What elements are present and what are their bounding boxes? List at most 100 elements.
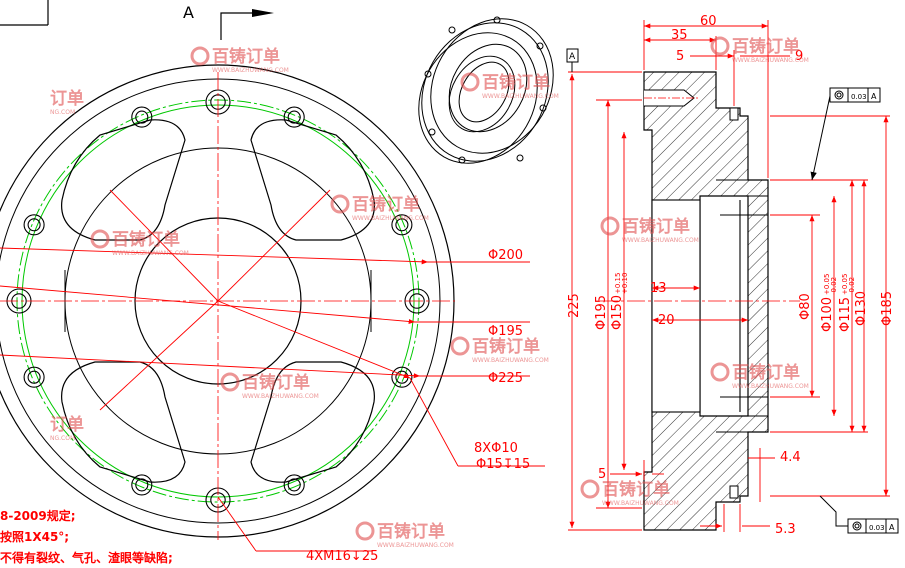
bolt-hole <box>395 218 409 232</box>
dim-5-3: 5.3 <box>775 522 796 537</box>
watermark-brand: 百铸订单 <box>377 521 445 542</box>
svg-text:A: A <box>871 92 877 101</box>
section-view: A 0.03 A 0.03 A 60 35 5 9 13 <box>566 14 899 537</box>
tol-100-upper: +0.05 <box>823 274 831 295</box>
bolt-hole <box>391 214 413 236</box>
bolt-hole <box>131 106 153 128</box>
dim-phi130: Φ130 <box>854 291 869 326</box>
section-dims <box>568 20 890 532</box>
view-label: A <box>183 3 194 22</box>
dim-phi115: Φ115 <box>838 297 853 332</box>
watermark-partial-url: NG.COM <box>50 109 75 116</box>
dim-phi185: Φ185 <box>880 291 895 326</box>
watermark-url: WWW.BAIZHUWANG.COM <box>112 250 189 257</box>
dim-phi195-section: Φ195 <box>594 295 609 330</box>
dim-5-top: 5 <box>676 49 684 64</box>
watermark-url: WWW.BAIZHUWANG.COM <box>377 542 454 549</box>
watermark-partial: 订单 <box>50 88 84 109</box>
watermark-url: WWW.BAIZHUWANG.COM <box>242 393 319 400</box>
dim-60: 60 <box>700 14 717 29</box>
bolt-hole <box>135 110 149 124</box>
watermark-partial-url: NG.COM <box>50 435 75 442</box>
bolt-hole <box>23 366 45 388</box>
note-1: 8-2009规定; <box>0 508 76 523</box>
dim-9: 9 <box>795 49 803 64</box>
watermark-brand: 百铸订单 <box>212 46 280 67</box>
technical-notes: 8-2009规定; 按照1X45°; 不得有裂纹、气孔、渣眼等缺陷; <box>0 508 173 565</box>
dim-225: 225 <box>567 293 582 318</box>
dim-phi225: Φ225 <box>488 371 523 386</box>
watermarks: 百铸订单WWW.BAIZHUWANG.COM百铸订单WWW.BAIZHUWANG… <box>50 36 809 549</box>
watermark-brand: 百铸订单 <box>112 229 180 250</box>
watermark-brand: 百铸订单 <box>472 336 540 357</box>
dim-phi80: Φ80 <box>798 293 813 320</box>
watermark-brand: 百铸订单 <box>602 479 670 500</box>
svg-text:0.03: 0.03 <box>851 93 867 101</box>
note-3: 不得有裂纹、气孔、渣眼等缺陷; <box>0 550 173 565</box>
datum-a-label: A <box>569 52 576 62</box>
watermark-url: WWW.BAIZHUWANG.COM <box>212 67 289 74</box>
bolt-hole <box>135 478 149 492</box>
bolt-hole <box>27 218 41 232</box>
bolt-hole <box>283 106 305 128</box>
bolt-hole <box>23 214 45 236</box>
runout-frame-bottom: 0.03 A <box>819 495 899 534</box>
hole-callout-1: 8XΦ10 <box>474 441 518 456</box>
watermark-url: WWW.BAIZHUWANG.COM <box>732 57 809 64</box>
watermark-url: WWW.BAIZHUWANG.COM <box>482 93 559 100</box>
title-block-fragment <box>0 0 49 26</box>
watermark-brand: 百铸订单 <box>242 372 310 393</box>
dim-13: 13 <box>650 281 667 296</box>
dim-phi100: Φ100 <box>820 297 835 332</box>
dim-35: 35 <box>671 28 688 43</box>
bolt-hole <box>131 474 153 496</box>
bolt-hole <box>287 110 301 124</box>
watermark-brand: 百铸订单 <box>732 36 800 57</box>
view-arrow-a: A <box>183 3 274 40</box>
note-2: 按照1X45°; <box>0 529 69 544</box>
svg-text:A: A <box>889 523 895 532</box>
tol-115-upper: +0.05 <box>841 274 849 295</box>
svg-text:0.03: 0.03 <box>869 524 885 532</box>
front-view: Φ200 Φ195 Φ225 8XΦ10 Φ15↧15 4XM16↧25 <box>0 64 545 564</box>
watermark-brand: 百铸订单 <box>482 72 550 93</box>
watermark-brand: 百铸订单 <box>352 194 420 215</box>
tol-150-lower: +0.10 <box>621 273 629 294</box>
watermark-brand: 百铸订单 <box>622 216 690 237</box>
bolt-hole <box>391 366 413 388</box>
dim-phi200: Φ200 <box>488 248 523 263</box>
watermark-url: WWW.BAIZHUWANG.COM <box>622 237 699 244</box>
bolt-hole <box>27 370 41 384</box>
watermark-partial: 订单 <box>50 414 84 435</box>
dim-20: 20 <box>658 313 675 328</box>
tol-100-lower: -0.02 <box>830 277 838 295</box>
watermark-url: WWW.BAIZHUWANG.COM <box>732 383 809 390</box>
watermark-url: WWW.BAIZHUWANG.COM <box>472 357 549 364</box>
watermark-url: WWW.BAIZHUWANG.COM <box>352 215 429 222</box>
bolt-hole <box>283 474 305 496</box>
diameter-leaders <box>0 189 545 552</box>
dim-5-bottom: 5 <box>598 467 606 482</box>
isometric-view <box>418 16 554 164</box>
tol-150-upper: +0.15 <box>614 273 622 294</box>
dim-phi150: Φ150 <box>610 295 625 330</box>
thread-callout: 4XM16↧25 <box>306 549 378 564</box>
runout-frame-top: 0.03 A <box>810 87 881 181</box>
dim-4-4: 4.4 <box>780 450 801 465</box>
dim-phi195: Φ195 <box>488 324 523 339</box>
watermark-brand: 百铸订单 <box>732 362 800 383</box>
watermark-url: WWW.BAIZHUWANG.COM <box>602 500 679 507</box>
tol-115-lower: -0.02 <box>848 277 856 295</box>
